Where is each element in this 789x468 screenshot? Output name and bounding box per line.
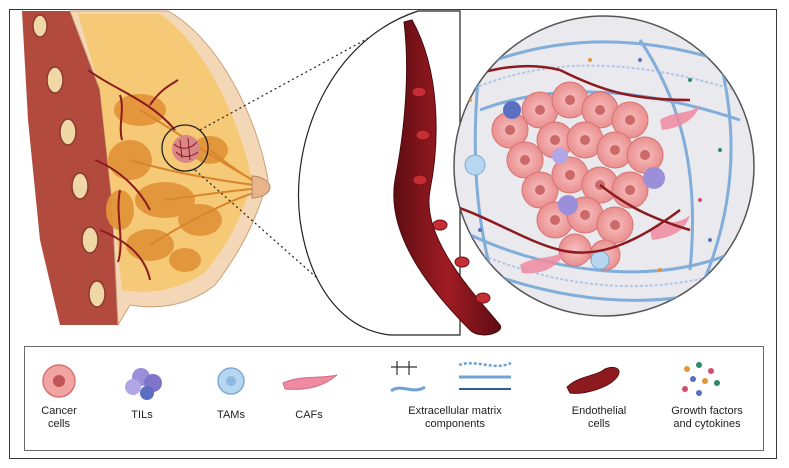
til-icon bbox=[125, 368, 162, 400]
ecm-fibers bbox=[459, 39, 741, 302]
cancer-cell-icon bbox=[42, 364, 76, 398]
tam-icon bbox=[217, 367, 245, 395]
growth-factors-icon bbox=[682, 362, 720, 396]
growth-factors bbox=[468, 58, 722, 287]
endothelial-icon bbox=[566, 366, 620, 394]
til-cells bbox=[503, 101, 665, 215]
label-cancer-cells: Cancer cells bbox=[41, 405, 77, 430]
legend: Cancer cells TILs TAMs CAFs Extracellula… bbox=[24, 346, 764, 451]
blood-vessel bbox=[393, 19, 502, 336]
ribs bbox=[32, 14, 106, 308]
tumor-site bbox=[161, 124, 209, 172]
ecm-icon bbox=[390, 361, 512, 393]
caf-cells bbox=[520, 105, 700, 274]
label-tams: TAMs bbox=[217, 409, 245, 421]
red-blood-cells bbox=[411, 86, 491, 304]
label-endothelial: Endothelial cells bbox=[571, 405, 627, 430]
breast-vessels bbox=[87, 69, 179, 281]
tumor-microenvironment bbox=[453, 15, 755, 317]
label-ecm: Extracellular matrix components bbox=[408, 405, 502, 430]
legend-icons bbox=[42, 361, 720, 400]
caf-icon bbox=[282, 374, 338, 390]
nipple bbox=[251, 175, 271, 199]
label-tils: TILs bbox=[131, 409, 153, 421]
label-growth-factors: Growth factors and cytokines bbox=[671, 405, 743, 430]
figure-border bbox=[9, 9, 777, 459]
breast-anatomy bbox=[22, 10, 271, 327]
label-cafs: CAFs bbox=[295, 409, 323, 421]
tme-capillaries bbox=[454, 64, 691, 254]
